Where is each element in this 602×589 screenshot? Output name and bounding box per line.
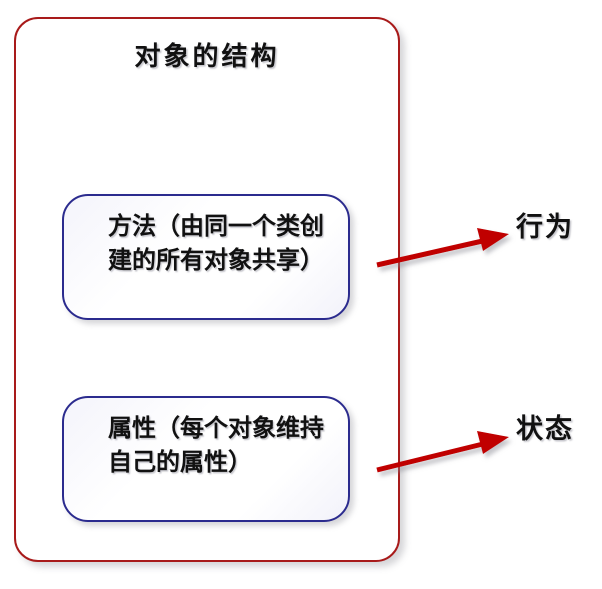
attributes-box: 属性（每个对象维持自己的属性） — [62, 396, 350, 522]
methods-box: 方法（由同一个类创建的所有对象共享） — [62, 194, 350, 320]
diagram-title: 对象的结构 — [134, 42, 280, 72]
attributes-box-label: 属性（每个对象维持自己的属性） — [108, 414, 324, 476]
methods-box-label: 方法（由同一个类创建的所有对象共享） — [108, 212, 324, 274]
state-label: 状态 — [516, 414, 574, 445]
behavior-label: 行为 — [516, 212, 574, 243]
